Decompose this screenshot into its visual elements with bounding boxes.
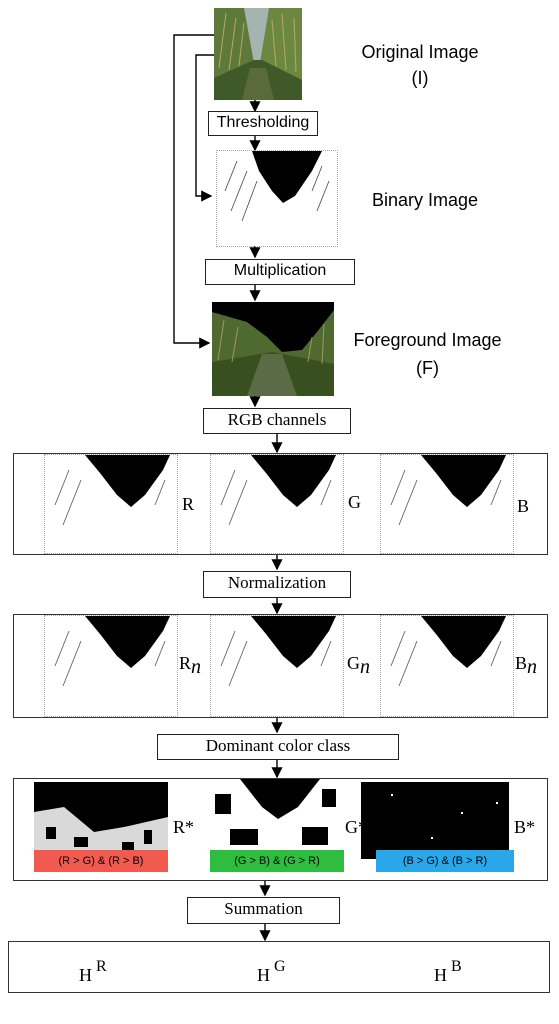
rgb-channels-panel: R G B [13, 453, 548, 555]
normalization-step: Normalization [203, 571, 351, 598]
gn-channel-label: Gn [347, 653, 370, 678]
summation-step: Summation [187, 897, 340, 924]
foreground-image-symbol: (F) [416, 358, 439, 378]
b-condition-badge: (B > G) & (B > R) [376, 850, 514, 872]
g-channel-image [210, 454, 344, 554]
r-condition-badge: (R > G) & (R > B) [34, 850, 168, 872]
b-star-image [361, 782, 509, 859]
bypass-original-to-foreground [173, 34, 214, 349]
r-channel-image [44, 454, 178, 554]
g-condition-badge: (G > B) & (G > R) [210, 850, 344, 872]
rn-channel-label: Rn [179, 653, 202, 678]
bypass-original-to-binary [195, 54, 214, 202]
g-star-image [210, 779, 344, 859]
original-image-symbol: (I) [411, 68, 429, 88]
multiplication-step: Multiplication [205, 259, 355, 285]
original-image [214, 8, 302, 100]
binary-image-label: Binary Image [371, 190, 479, 210]
binary-image [216, 150, 338, 247]
original-image-label: Original Image [361, 42, 479, 62]
r-star-image [34, 782, 168, 859]
gn-channel-image [210, 615, 344, 717]
b-star-label: B* [514, 817, 536, 837]
bn-channel-image [380, 615, 514, 717]
foreground-image-label: Foreground Image [353, 330, 502, 350]
g-channel-label: G [348, 492, 361, 512]
b-channel-label: B [517, 496, 530, 516]
thresholding-step: Thresholding [208, 111, 318, 136]
foreground-image [212, 302, 334, 396]
r-star-label: R* [173, 817, 195, 837]
dominant-class-panel: R* (R > G) & (R > B) G* (G > B) & (G > R… [13, 778, 548, 881]
rgb-channels-step: RGB channels [203, 408, 351, 434]
r-channel-label: R [182, 494, 195, 514]
normalized-channels-panel: Rn Gn Bn [13, 614, 548, 718]
dominant-color-class-step: Dominant color class [157, 734, 399, 760]
bn-channel-label: Bn [515, 653, 538, 678]
rn-channel-image [44, 615, 178, 717]
b-channel-image [380, 454, 514, 554]
